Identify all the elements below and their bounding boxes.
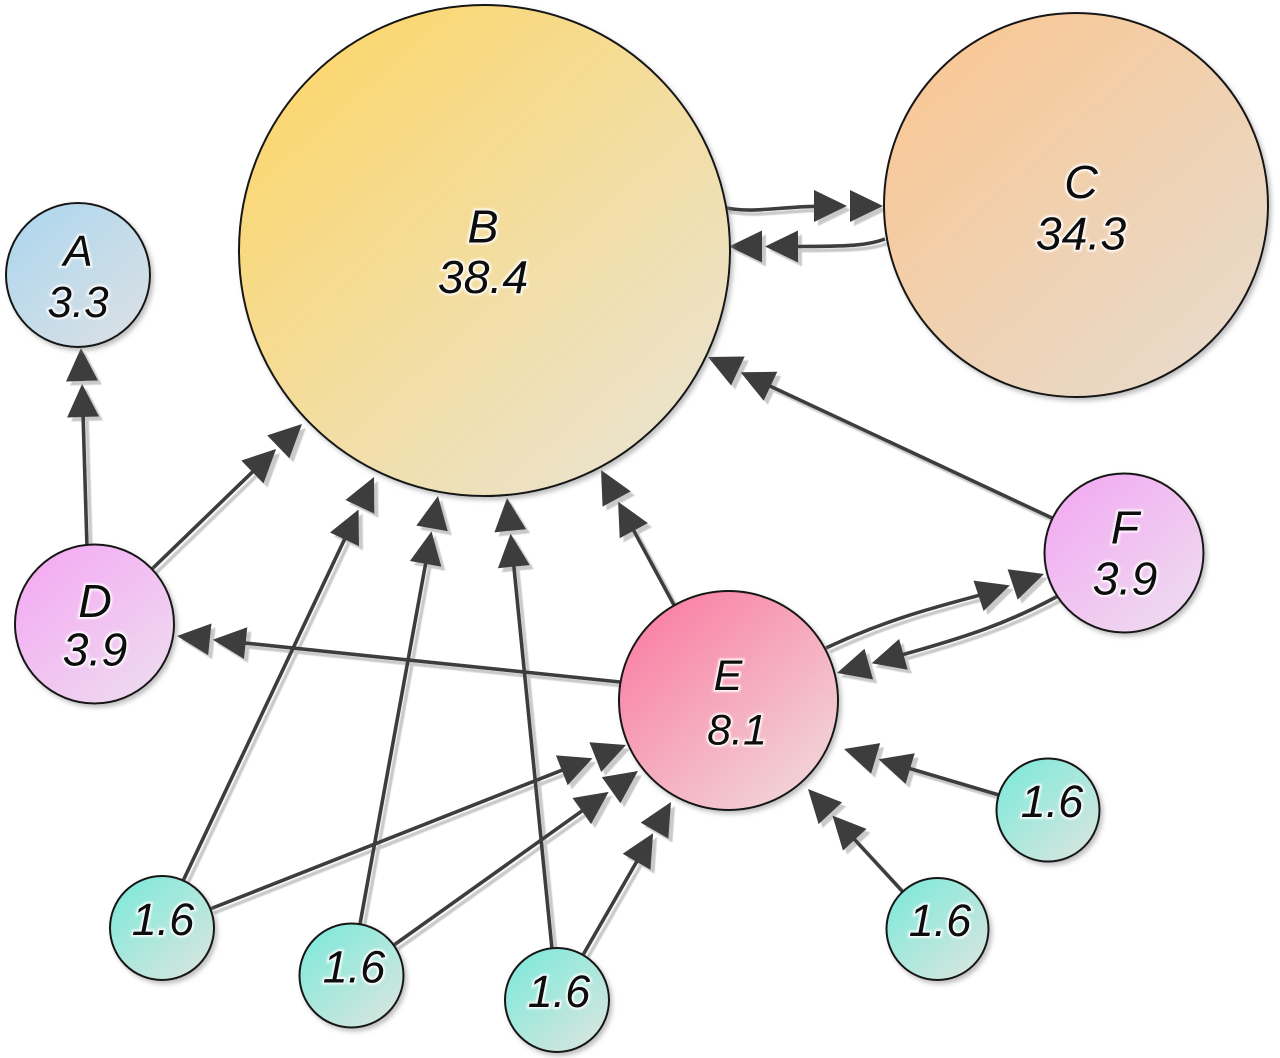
svg-text:E: E (714, 652, 744, 700)
svg-text:A: A (60, 227, 92, 276)
svg-text:E: E (714, 652, 744, 700)
svg-text:1.6: 1.6 (1021, 776, 1085, 827)
svg-text:1.6: 1.6 (323, 942, 387, 993)
svg-text:1.6: 1.6 (528, 966, 592, 1017)
svg-text:F: F (1111, 502, 1142, 554)
svg-text:D: D (78, 575, 112, 627)
svg-text:3.9: 3.9 (63, 624, 128, 676)
svg-text:3.3: 3.3 (47, 278, 109, 327)
svg-text:3.9: 3.9 (63, 624, 128, 676)
svg-text:1.6: 1.6 (323, 942, 387, 993)
svg-text:3.3: 3.3 (47, 278, 109, 327)
svg-text:8.1: 8.1 (707, 707, 767, 755)
svg-text:34.3: 34.3 (1036, 208, 1127, 260)
svg-text:34.3: 34.3 (1036, 208, 1127, 260)
svg-text:1.6: 1.6 (132, 894, 196, 945)
svg-text:B: B (467, 201, 498, 253)
svg-text:1.6: 1.6 (1021, 776, 1085, 827)
svg-text:8.1: 8.1 (707, 707, 767, 755)
svg-text:3.9: 3.9 (1093, 553, 1158, 605)
svg-text:B: B (467, 201, 498, 253)
svg-text:C: C (1064, 156, 1098, 208)
svg-text:F: F (1111, 502, 1142, 554)
svg-text:1.6: 1.6 (528, 966, 592, 1017)
svg-text:A: A (60, 227, 92, 276)
svg-text:38.4: 38.4 (438, 251, 529, 303)
svg-text:38.4: 38.4 (438, 251, 529, 303)
svg-text:C: C (1064, 156, 1098, 208)
svg-text:1.6: 1.6 (132, 894, 196, 945)
svg-text:1.6: 1.6 (909, 895, 973, 946)
svg-text:1.6: 1.6 (909, 895, 973, 946)
svg-text:3.9: 3.9 (1093, 553, 1158, 605)
svg-text:D: D (78, 575, 112, 627)
